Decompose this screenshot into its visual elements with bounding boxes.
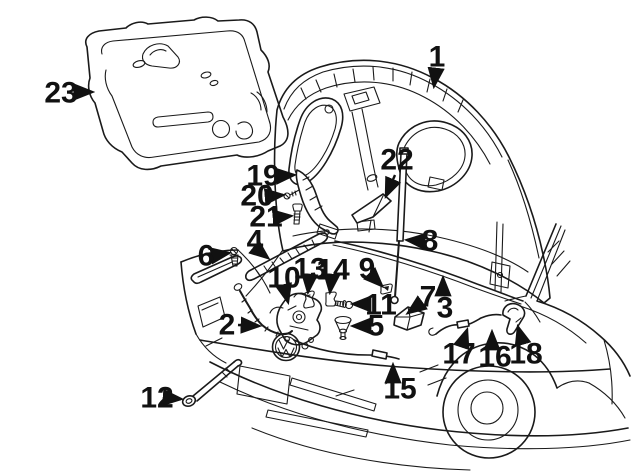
callout-arrow [275,167,298,185]
latch-clip [325,291,337,307]
callout-arrow [323,272,341,296]
callout-number: 4 [247,225,264,258]
callout-arrow [161,388,185,407]
latch-bolt [334,300,354,310]
fender-door-lines [519,300,631,405]
callout-17[interactable]: 17 [442,326,476,371]
callout-11[interactable]: 11 [349,289,397,322]
callout-23[interactable]: 23 [44,77,96,110]
retainer-clip [380,283,393,295]
a-pillar-windshield [504,223,571,302]
callout-arrow [263,188,287,206]
vw-roundel [271,332,301,362]
callout-arrow [362,266,385,289]
callout-21[interactable]: 21 [249,201,295,234]
callout-number: 16 [478,341,511,374]
callout-arrow [427,66,445,90]
callout-arrow [514,323,532,348]
callout-number: 23 [44,77,77,110]
callout-16[interactable]: 16 [478,328,512,374]
callout-2[interactable]: 2 [219,309,263,342]
callout-6[interactable]: 6 [198,240,233,273]
callout-arrow [271,209,295,227]
callout-10[interactable]: 10 [267,262,301,306]
callout-7[interactable]: 7 [405,281,437,315]
callout-number: 12 [140,382,173,415]
callout-number: 7 [420,281,437,314]
callout-number: 9 [359,253,376,286]
prop-rod [181,358,243,407]
callout-22[interactable]: 22 [380,144,414,199]
callout-number: 21 [249,201,282,234]
bumper-lines [209,361,631,471]
hinge-screw [283,189,300,200]
callout-14[interactable]: 14 [316,254,350,296]
callout-3[interactable]: 3 [434,274,454,325]
callout-arrow [405,295,428,315]
callout-9[interactable]: 9 [359,253,385,289]
line-art-layer [84,16,631,471]
callout-arrow [209,247,233,265]
hood-insulation-pad [84,16,289,171]
callout-8[interactable]: 8 [403,225,439,258]
callout-arrow [301,272,319,296]
callout-arrow [275,282,292,306]
callout-number: 5 [368,310,385,343]
callout-number: 18 [509,338,542,371]
callout-number: 14 [316,254,350,287]
release-cable-rear [428,313,502,336]
callout-number: 2 [219,309,236,342]
release-handle [502,302,526,335]
hood-rib-marks [300,66,464,113]
gas-strut [390,147,409,305]
callout-4[interactable]: 4 [247,225,271,261]
callout-arrow [403,232,427,251]
callout-number: 6 [198,240,215,273]
callout-number: 13 [293,253,326,286]
callout-number: 22 [380,144,413,177]
hood-hinge [295,169,339,240]
callout-5[interactable]: 5 [349,310,385,343]
callout-arrow [248,239,271,261]
callout-number: 8 [422,225,439,258]
callout-number: 20 [240,180,273,213]
callout-13[interactable]: 13 [293,253,327,296]
callout-arrow [237,316,263,334]
callout-number: 10 [267,262,300,295]
strut-bracket [351,193,392,233]
headlight [197,296,226,328]
rubber-plug [334,315,352,341]
callout-19[interactable]: 19 [246,160,298,193]
callout-1[interactable]: 1 [427,41,446,90]
callout-number: 15 [383,373,416,406]
rear-hood-seal [332,240,524,305]
callout-number: 19 [246,160,279,193]
car-body [180,223,631,471]
front-hood-seal [199,339,611,373]
callout-arrow [452,326,470,351]
license-plate-recess [236,365,291,405]
callout-18[interactable]: 18 [509,323,543,371]
callout-20[interactable]: 20 [240,180,287,213]
callout-12[interactable]: 12 [140,382,185,415]
callout-15[interactable]: 15 [383,361,417,406]
callout-number: 11 [365,289,397,322]
hinge-bolt [292,203,303,225]
callout-arrow [384,174,402,199]
callout-number: 3 [437,292,454,325]
callout-number: 1 [429,41,446,74]
callout-number: 17 [442,338,475,371]
